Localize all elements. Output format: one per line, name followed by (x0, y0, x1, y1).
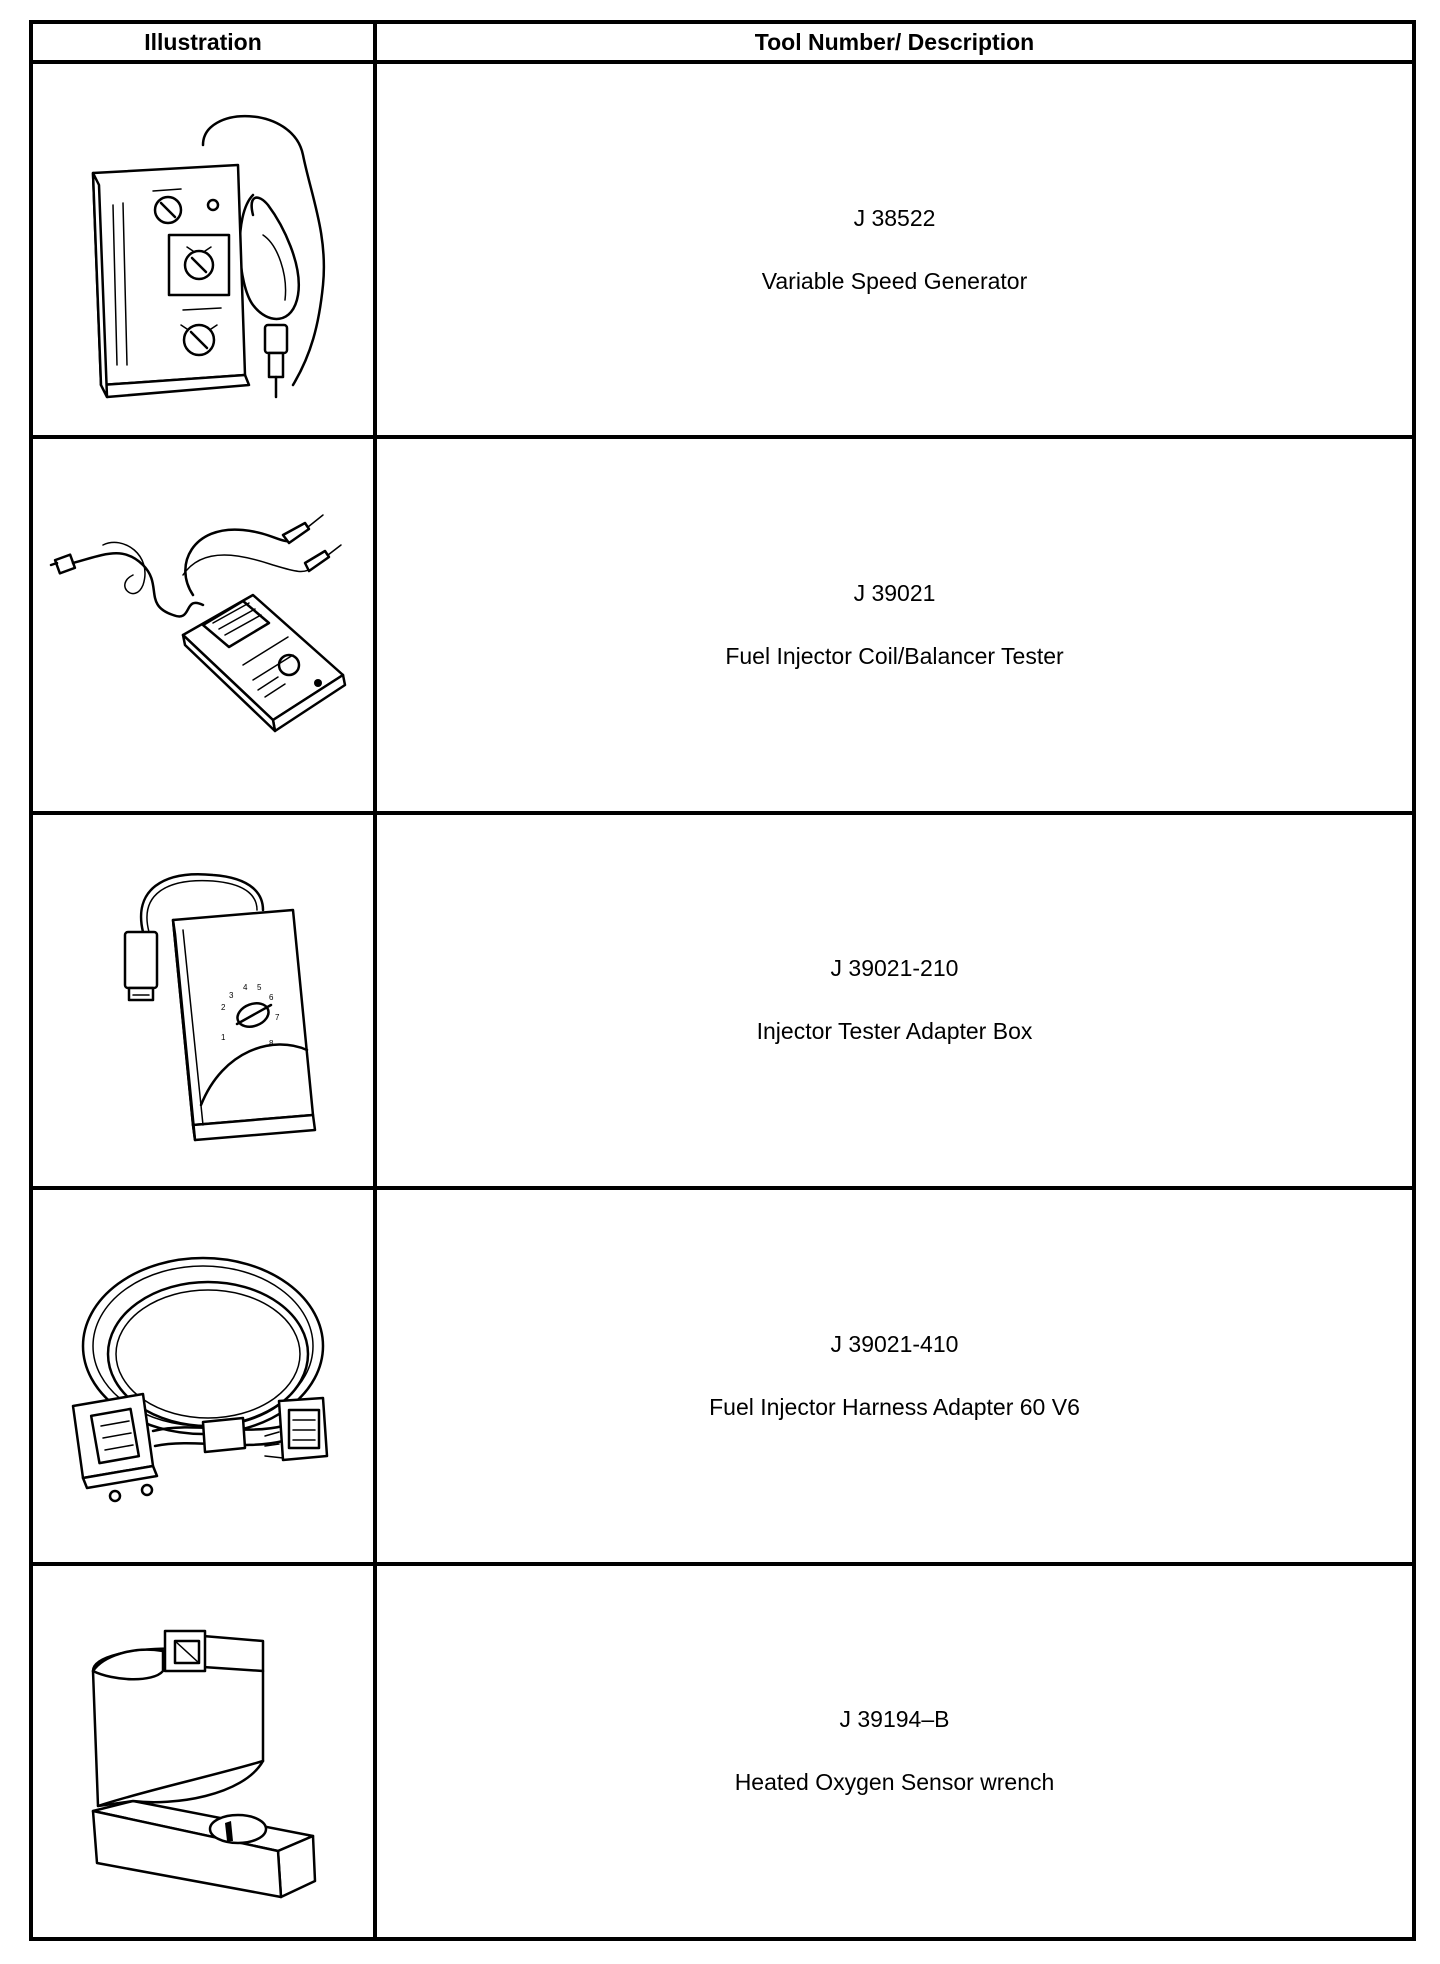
tool-description: Variable Speed Generator (761, 267, 1028, 294)
table-row: 1 2 3 4 5 6 7 8 J 39021-210 Injector Tes… (29, 810, 1416, 1191)
dial-mark: 5 (257, 983, 262, 992)
dial-mark: 8 (269, 1039, 274, 1048)
illustration-cell: 1 2 3 4 5 6 7 8 (29, 810, 377, 1191)
tool-description-cell: J 39021-210 Injector Tester Adapter Box (373, 810, 1416, 1191)
table-row: J 39194–B Heated Oxygen Sensor wrench (29, 1561, 1416, 1942)
variable-speed-generator-icon (91, 114, 326, 398)
fuel-injector-harness-adapter-icon (71, 1256, 329, 1503)
tool-description-cell: J 39021 Fuel Injector Coil/Balancer Test… (373, 435, 1416, 815)
tool-number: J 38522 (853, 204, 936, 231)
tool-description-cell: J 39021-410 Fuel Injector Harness Adapte… (373, 1186, 1416, 1566)
injector-coil-balancer-tester-icon (49, 514, 347, 733)
special-tools-table: Illustration Tool Number/ Description (29, 20, 1416, 1942)
illustration-cell (29, 59, 377, 440)
tool-description: Fuel Injector Harness Adapter 60 V6 (709, 1393, 1080, 1420)
illustration-column-header: Illustration (29, 20, 377, 64)
tool-description-cell: J 39194–B Heated Oxygen Sensor wrench (373, 1561, 1416, 1942)
table-header-row: Illustration Tool Number/ Description (29, 20, 1416, 64)
injector-tester-adapter-box-icon: 1 2 3 4 5 6 7 8 (123, 873, 317, 1142)
oxygen-sensor-wrench-icon (91, 1630, 317, 1899)
illustration-cell (29, 1561, 377, 1942)
illustration-cell (29, 1186, 377, 1566)
dial-mark: 3 (229, 991, 234, 1000)
table-row: J 39021 Fuel Injector Coil/Balancer Test… (29, 435, 1416, 815)
description-column-header: Tool Number/ Description (373, 20, 1416, 64)
tool-description-cell: J 38522 Variable Speed Generator (373, 59, 1416, 440)
table-row: J 38522 Variable Speed Generator (29, 59, 1416, 440)
dial-mark: 1 (221, 1033, 226, 1042)
tool-description: Fuel Injector Coil/Balancer Tester (725, 643, 1064, 670)
tool-number: J 39021-410 (830, 1330, 959, 1357)
tool-description: Heated Oxygen Sensor wrench (734, 1769, 1055, 1796)
dial-mark: 6 (269, 993, 274, 1002)
dial-mark: 4 (243, 983, 248, 992)
dial-mark: 7 (275, 1013, 280, 1022)
table-row: J 39021-410 Fuel Injector Harness Adapte… (29, 1186, 1416, 1566)
tool-number: J 39021 (853, 580, 936, 607)
tool-number: J 39021-210 (830, 955, 959, 982)
dial-mark: 2 (221, 1003, 226, 1012)
tool-number: J 39194–B (839, 1706, 950, 1733)
illustration-cell (29, 435, 377, 815)
tool-description: Injector Tester Adapter Box (756, 1018, 1033, 1045)
